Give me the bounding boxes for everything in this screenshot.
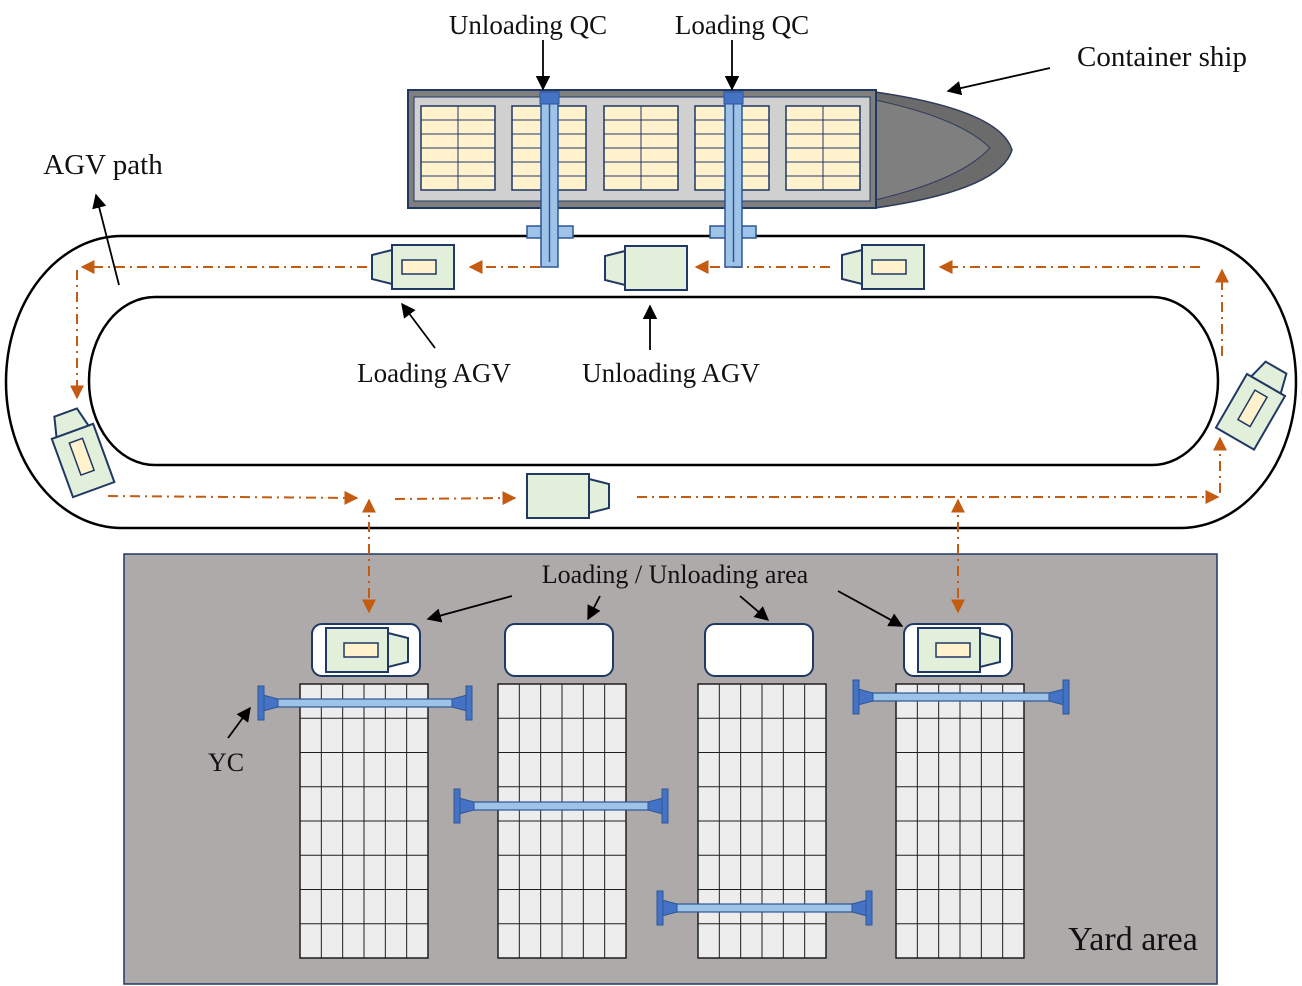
unloading-agv-label: Unloading AGV (582, 358, 760, 388)
yard-block-2 (497, 683, 627, 959)
agv-in-slot-4 (918, 628, 1000, 672)
loading-qc-label: Loading QC (675, 10, 809, 40)
yc-label: YC (208, 748, 244, 777)
loading-agv (372, 245, 454, 289)
yard-area-label: Yard area (1068, 921, 1198, 958)
agv-path-label: AGV path (43, 149, 163, 181)
unloading-agv (604, 245, 688, 291)
loading-unloading-area-label: Loading / Unloading area (542, 560, 809, 589)
unloading-qc-label: Unloading QC (449, 10, 607, 40)
agv-top-right (842, 245, 924, 289)
ship-bay-3 (603, 105, 679, 191)
loading-agv-label: Loading AGV (357, 358, 511, 388)
yard-block-3 (697, 683, 827, 959)
container-ship (407, 89, 1013, 209)
agv-in-slot-1 (326, 628, 408, 672)
yc-3 (656, 890, 873, 926)
yc-2 (453, 788, 669, 824)
yc-1 (257, 685, 473, 721)
container-ship-label: Container ship (1077, 41, 1247, 73)
unloading-qc (526, 91, 574, 268)
loading-slot-2 (504, 623, 614, 677)
yard-area (123, 553, 1218, 985)
yard-cranes (257, 679, 1070, 926)
pointer-arrows (92, 40, 1051, 739)
yc-4 (852, 679, 1070, 715)
agv-track-inner (87, 295, 1220, 467)
loading-slot-3 (704, 623, 814, 677)
loading-qc (709, 91, 757, 268)
agv-route-arrows (70, 260, 1229, 614)
agv-bottom (526, 473, 610, 519)
yard-block-4 (895, 683, 1025, 959)
ship-bay-5 (785, 105, 861, 191)
ship-bay-1 (420, 105, 496, 191)
yard-block-1 (299, 683, 429, 959)
